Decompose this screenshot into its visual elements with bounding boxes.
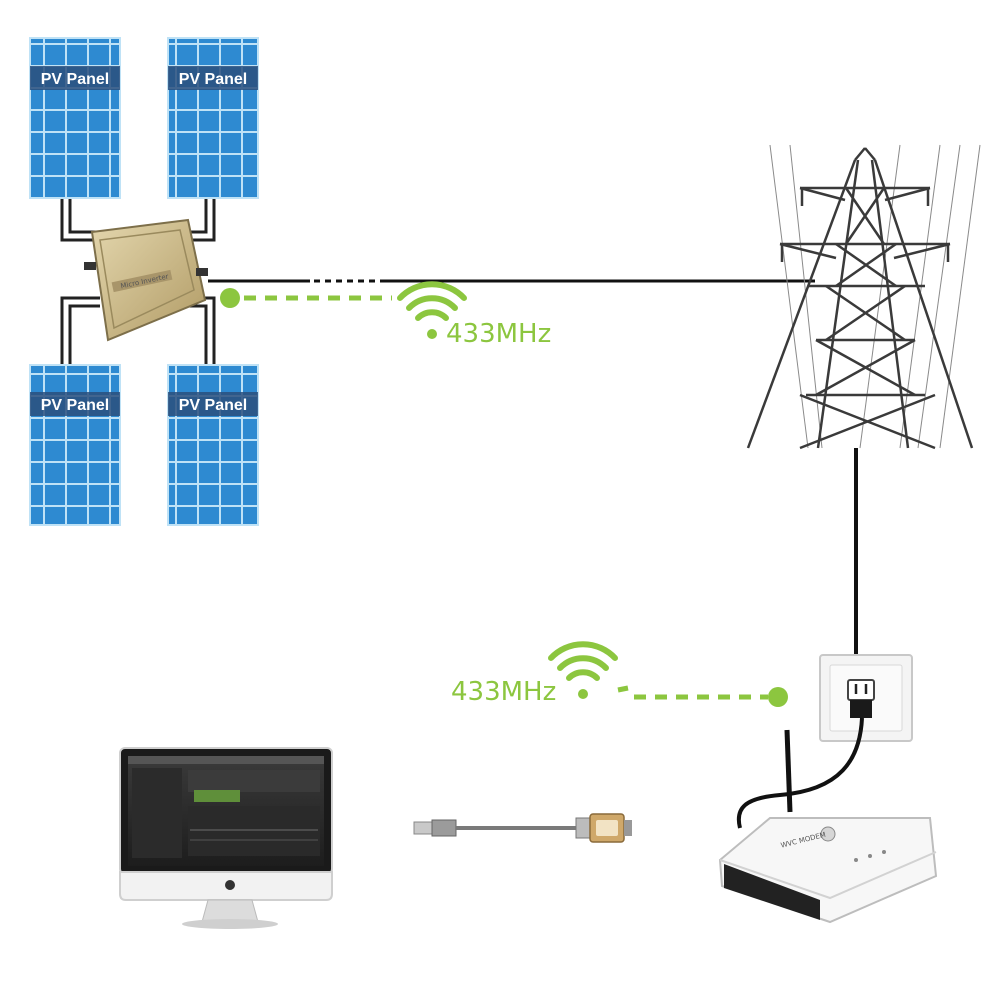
pv-panel-2-label: PV Panel [179,71,247,88]
pv-panel-4: PV Panel [167,364,259,526]
wireless-modem: WVC MODEM [718,817,938,924]
pv-panel-2: PV Panel [167,37,259,199]
wireless-frequency-top: 433MHz [446,319,551,349]
wireless-frequency-bottom: 433MHz [451,677,556,707]
pv-panel-3: PV Panel [29,364,121,526]
wireless-link-top [220,288,392,308]
pv-panel-1: PV Panel [29,37,121,199]
pv-panel-3-label: PV Panel [41,397,109,414]
wifi-icon [397,281,467,339]
transmission-tower [746,144,981,450]
modem-antenna [784,729,793,813]
wireless-link-bottom [617,685,788,707]
usb-serial-cable [413,813,632,843]
pv-panel-4-label: PV Panel [179,397,247,414]
wall-outlet [819,654,913,742]
panel-cables [60,198,216,365]
computer-monitor [119,747,333,929]
pv-panel-1-label: PV Panel [41,71,109,88]
micro-inverter: Micro Inverter [84,218,208,342]
wifi-icon [548,641,618,699]
